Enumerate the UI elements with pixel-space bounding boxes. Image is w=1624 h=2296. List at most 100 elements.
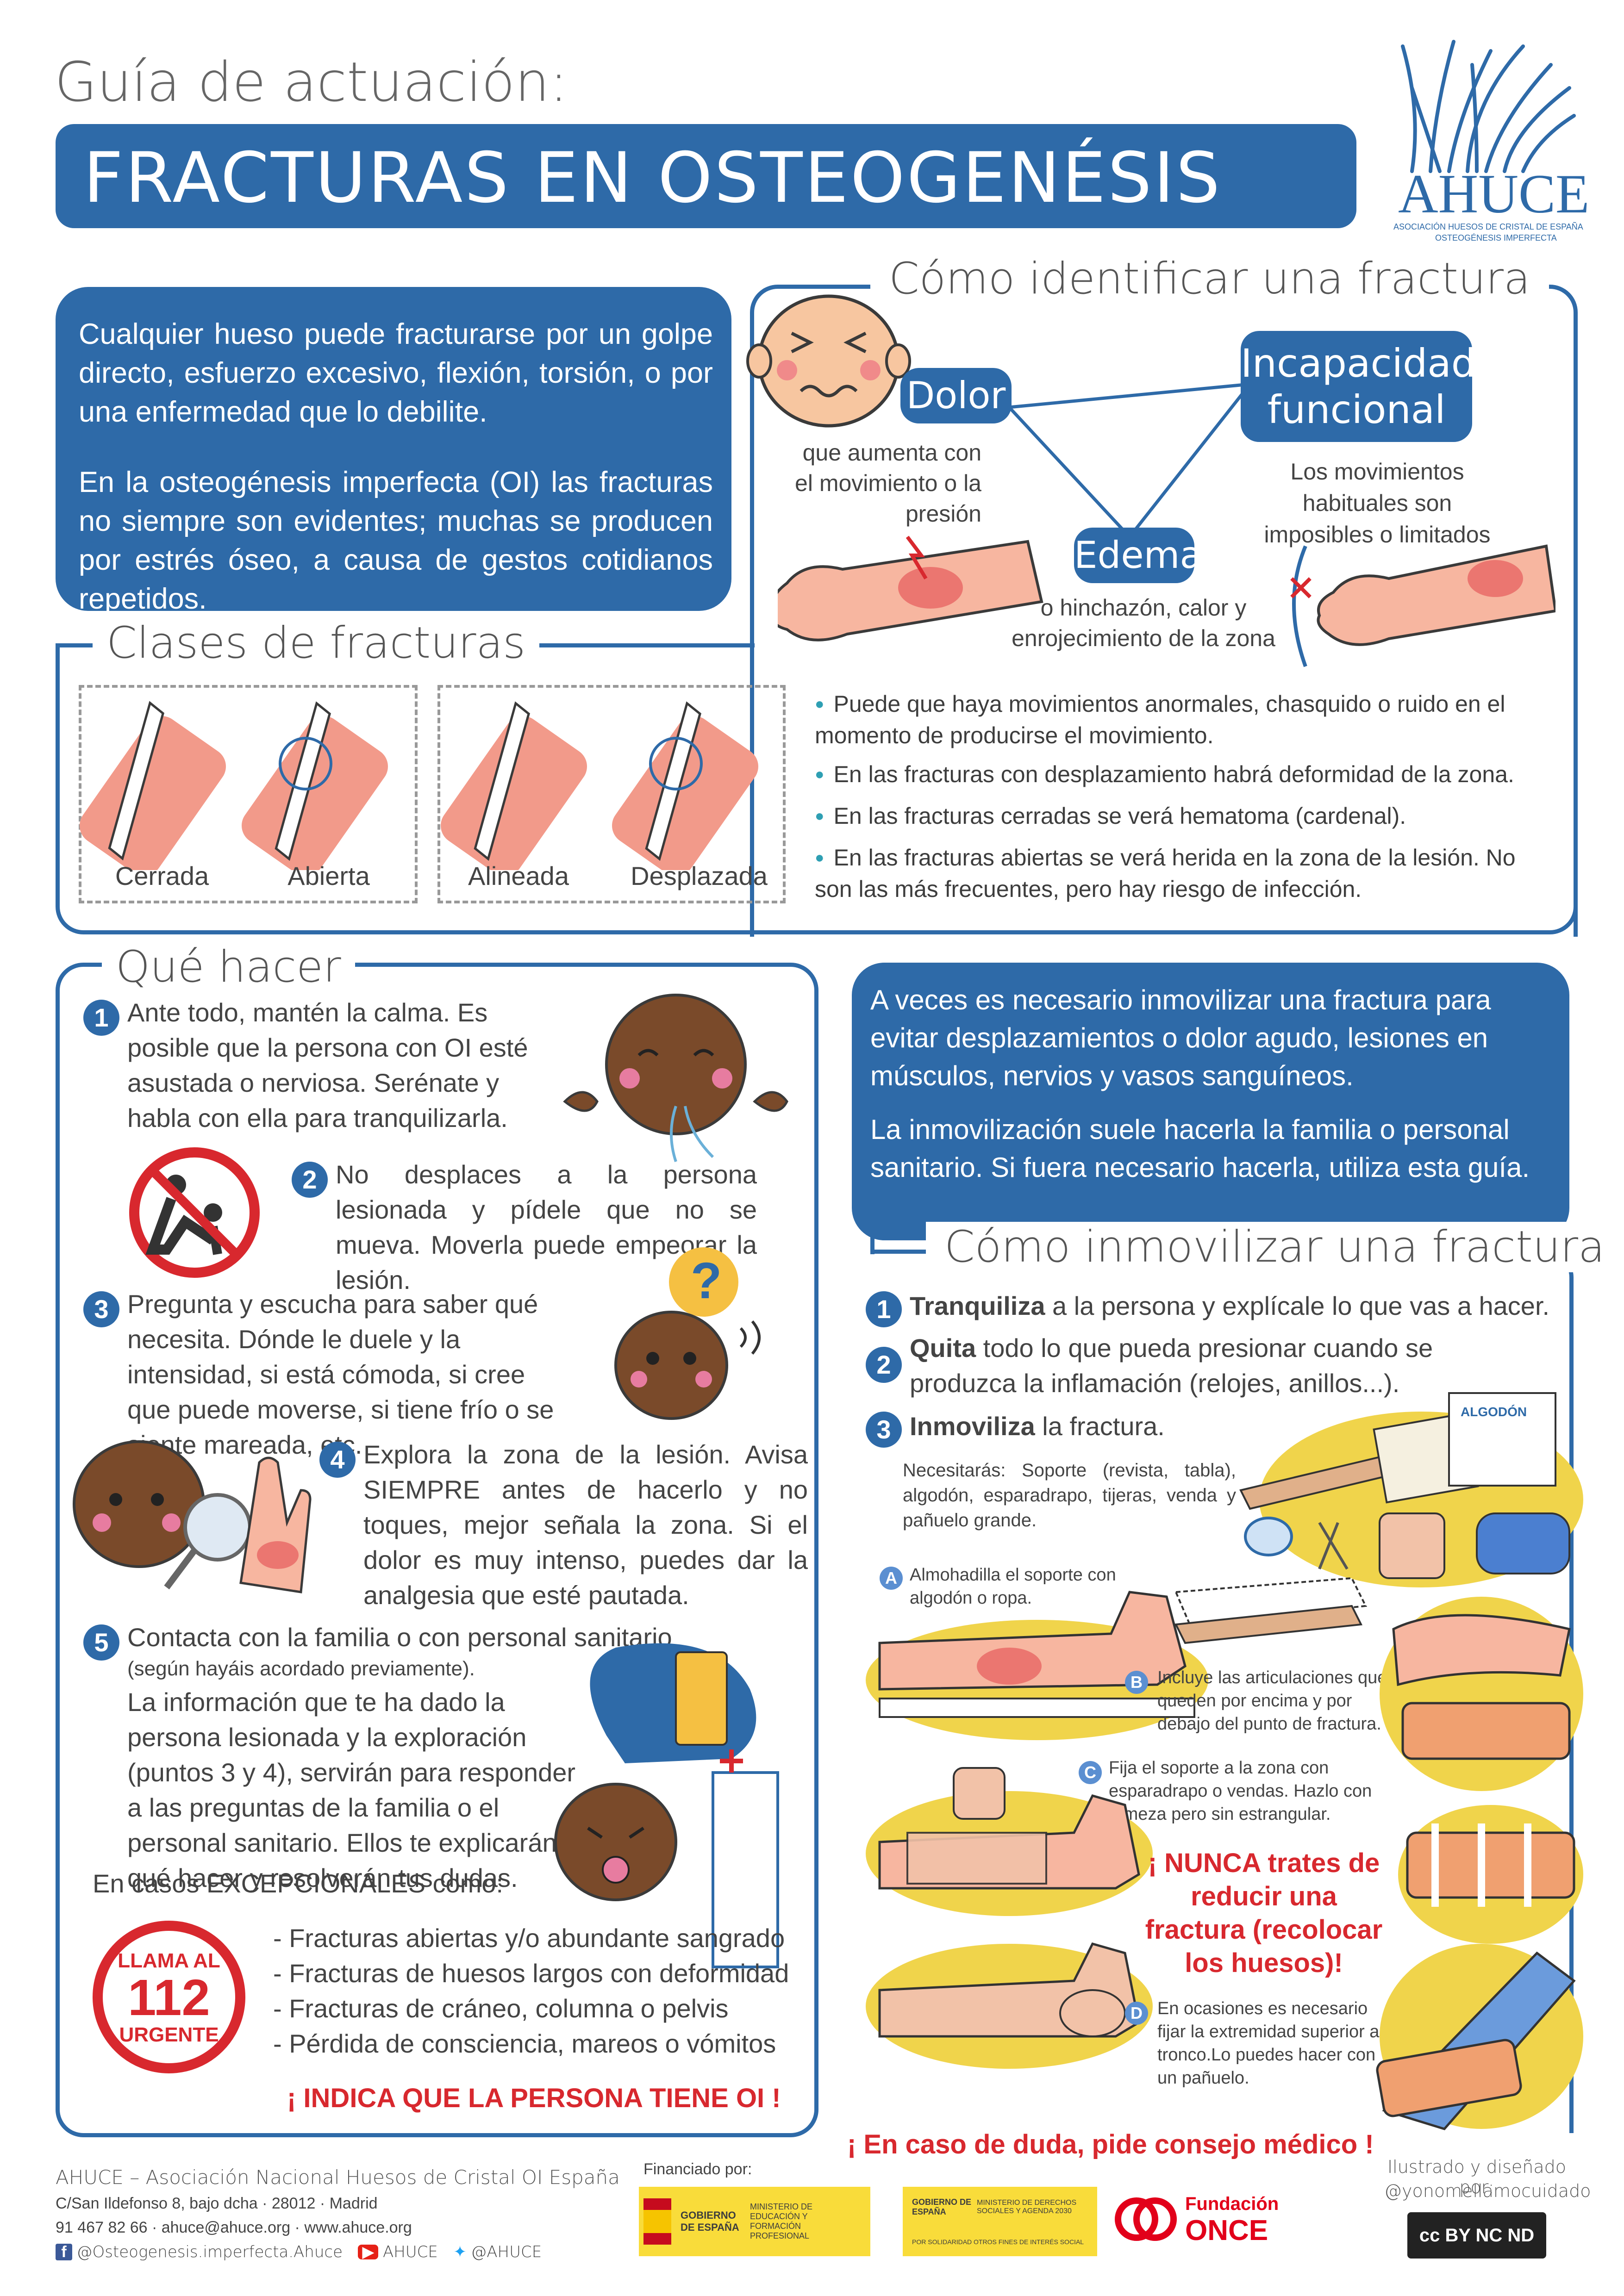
class-label-alineada: Alineada [468,861,569,890]
intro-p2: En la osteogénesis imperfecta (OI) las f… [79,466,713,615]
immob-step-1-number: 1 [866,1291,902,1327]
logo-text: AHUCE [1398,163,1590,224]
footer-org: AHUCE – Asociación Nacional Huesos de Cr… [56,2166,620,2189]
immob-letter-c: C [1079,1761,1102,1784]
gov-logo-social: GOBIERNO DE ESPAÑA MINISTERIO DE DERECHO… [903,2187,1097,2256]
classes-box-left [79,685,418,903]
immob-b-text: Incluye las articulaciones que queden po… [1157,1668,1387,1734]
step-number-2: 2 [292,1162,328,1198]
immob-step-3-number: 3 [866,1412,902,1448]
gov2-name: GOBIERNO DE ESPAÑA [912,2197,972,2216]
incapacidad-text: Los movimientos habituales son imposible… [1264,459,1491,548]
page-title: FRACTURAS EN OSTEOGENÉSIS IMPERFECTA [83,138,1222,299]
immob-frame-left-hook [870,1217,874,1254]
immob-step-1-rest: a la persona y explícale lo que vas a ha… [1045,1291,1550,1320]
class-label-abierta: Abierta [287,861,370,890]
facebook-link[interactable]: @Osteogenesis.imperfecta.Ahuce [76,2243,343,2261]
gov1-ministry: MINISTERIO DE EDUCACIÓN Y FORMACIÓN PROF… [750,2202,813,2240]
step-number-1: 1 [83,1000,119,1036]
incapacidad-line2: funcional [1267,387,1446,432]
immob-a-text: Almohadilla el soporte con algodón o rop… [910,1565,1116,1608]
signs-list: Puede que haya movimientos anormales, ch… [815,690,1542,903]
edema-text: o hinchazón, calor y enrojecimiento de l… [1012,595,1275,651]
class-label-desplazada: Desplazada [631,861,768,890]
immob-step-3-rest: la fractura. [1035,1412,1165,1441]
exceptional-item: - Fracturas de cráneo, columna o pelvis [273,1994,729,2023]
identify-heading: Cómo identificar una fractura [870,254,1549,304]
exceptional-list: - Fracturas abiertas y/o abundante sangr… [273,1921,792,2061]
algodon-label: ALGODÓN [1461,1405,1527,1419]
footer-address: C/San Ildefonso 8, bajo dcha · 28012 · M… [56,2195,378,2212]
step-number-5: 5 [83,1624,119,1661]
calm-face-icon [563,994,788,1162]
grass-icon [1401,40,1576,173]
immob-step-3-bold: Inmoviliza [910,1412,1035,1441]
footer-contact: 91 467 82 66 · ahuce@ahuce.org · www.ahu… [56,2219,412,2236]
immob-letter-b: B [1125,1671,1148,1694]
edema-tag: Edema [1074,528,1203,583]
call-112-line2: URGENTE [119,2023,219,2046]
immob-step-1-bold: Tranquiliza [910,1291,1045,1320]
duda-warning: ¡ En caso de duda, pide consejo médico ! [847,2129,1374,2159]
exceptional-item: - Fracturas abiertas y/o abundante sangr… [273,1923,785,1953]
arm-splint-icon [1392,1614,1571,1760]
once-line2: ONCE [1185,2215,1268,2246]
sign-item: En las fracturas abiertas se verá herida… [815,843,1542,903]
immobile-arm-icon [1290,544,1555,667]
gov1-name: GOBIERNO DE ESPAÑA [681,2209,739,2233]
immob-info-box: A veces es necesario inmovilizar una fra… [852,963,1569,1240]
exceptional-intro: En casos EXCEPCIONALES como: [93,1869,504,1898]
step-3-text: Pregunta y escucha para saber qué necesi… [127,1289,554,1459]
arm-wrap-icon [1406,1823,1575,1907]
twitter-icon[interactable]: ✦ [453,2243,467,2261]
immob-heading: Cómo inmovilizar una fractura [926,1222,1624,1272]
once-line1: Fundación [1185,2194,1279,2214]
step-number-4: 4 [319,1442,356,1478]
footer-social: f @Osteogenesis.imperfecta.Ahuce ▶ AHUCE… [56,2243,542,2261]
svg-text:?: ? [691,1252,722,1309]
immob-d-text: En ocasiones es necesario fijar la extre… [1157,1999,1383,2088]
classes-box-right [437,685,786,903]
immob-step-2-rest: todo lo que pueda presionar cuando se pr… [910,1333,1433,1398]
immob-step-2-number: 2 [866,1347,902,1383]
gov2-solidarity: POR SOLIDARIDAD OTROS FINES DE INTERÉS S… [912,2238,1084,2246]
dolor-text: que aumenta con el movimiento o la presi… [795,440,981,527]
que-hacer-heading: Qué hacer [102,942,355,992]
explore-face-icon [73,1440,312,1593]
youtube-link[interactable]: AHUCE [382,2243,438,2261]
illustrated-by-handle: @yonomellamocuidado [1384,2181,1591,2201]
leg-pad-icon [878,1591,1195,1718]
immob-c-text: Fija el soporte a la zona con esparadrap… [1109,1758,1372,1824]
que-hacer-frame [56,963,818,2137]
call-112-line1: LLAMA AL [118,1949,220,1972]
ahuce-logo: AHUCE ASOCIACIÓN HUESOS DE CRISTAL DE ES… [1384,37,1589,250]
step-5-title: Contacta con la familia o con personal s… [127,1623,672,1652]
step-4-text: Explora la zona de la lesión. Avisa SIEM… [363,1440,808,1610]
step-5-note: (según hayáis acordado previamente). [127,1657,475,1680]
sign-item: Puede que haya movimientos anormales, ch… [815,690,1542,750]
leg-wrapped-icon [878,1942,1140,2038]
identify-connector-lines [1008,382,1251,538]
immob-step-1: Tranquiliza a la persona y explícale lo … [910,1288,1558,1325]
bones-illustrations [80,701,758,870]
intro-p1: Cualquier hueso puede fracturarse por un… [79,318,713,428]
incapacidad-tag: Incapacidad funcional [1241,331,1476,442]
page-subtitle: Guía de actuación: [55,50,568,114]
facebook-icon[interactable]: f [56,2244,72,2260]
twitter-link[interactable]: @AHUCE [471,2243,542,2261]
immob-letter-a: A [880,1567,903,1590]
phone-call-icon [554,1643,779,1968]
step-1-text: Ante todo, mantén la calma. Es posible q… [127,998,528,1132]
sign-item: En las fracturas con desplazamiento habr… [815,760,1542,791]
financiado-label: Financiado por: [643,2160,752,2178]
exceptional-item: - Pérdida de consciencia, mareos o vómit… [273,2029,776,2058]
no-move-icon [129,1147,260,1278]
board-icon [1174,1577,1368,1644]
exceptional-item: - Fracturas de huesos largos con deformi… [273,1959,789,1988]
sling-icon [1376,1951,1576,2130]
classes-heading: Clases de fracturas [93,618,540,668]
leg-bandage-icon [878,1767,1140,1890]
immob-needs: Necesitarás: Soporte (revista, tabla), a… [903,1460,1236,1531]
youtube-icon[interactable]: ▶ [358,2244,379,2260]
cc-license-badge: cc BY NC ND [1407,2212,1546,2259]
